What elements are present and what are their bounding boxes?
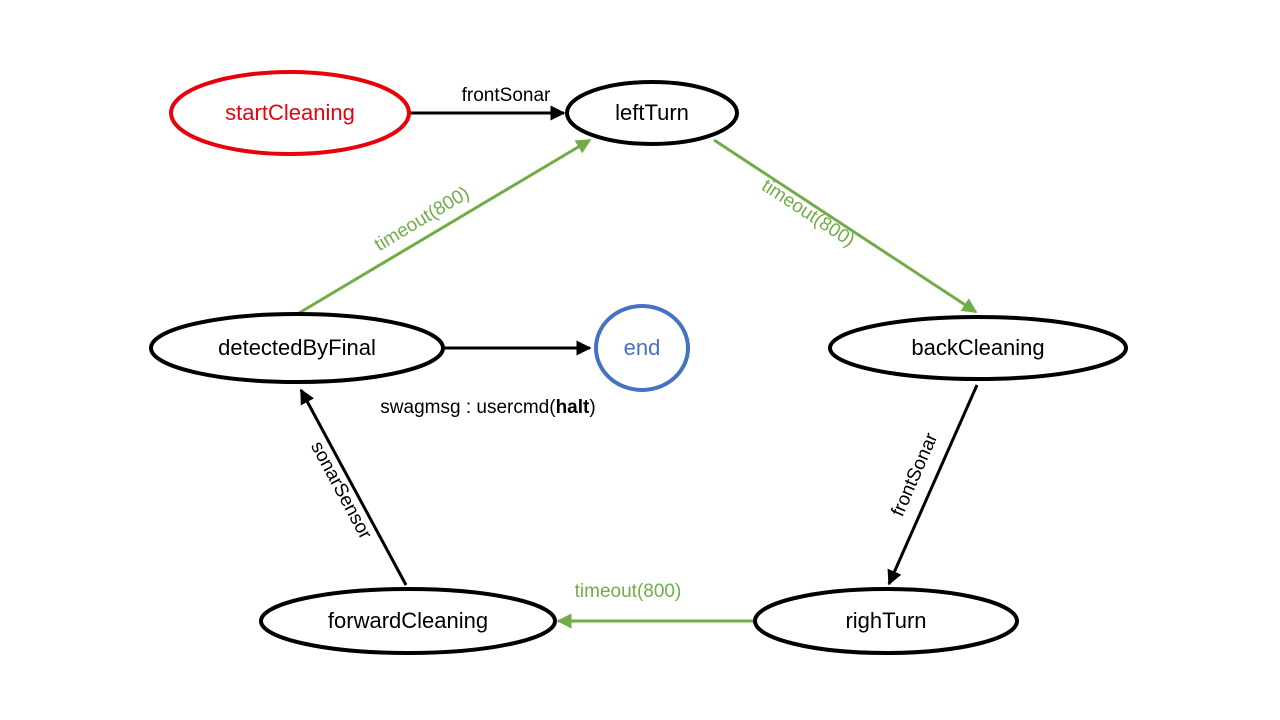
edge-label-frontsonar-top: frontSonar: [462, 85, 551, 106]
edge-label-halt-bold: halt: [556, 397, 590, 418]
edge-forwardcleaning-to-detected: [299, 388, 408, 586]
edge-detected-to-leftturn: [298, 138, 592, 315]
node-forwardcleaning: forwardCleaning: [259, 587, 557, 655]
edge-label-frontsonar-right: frontSonar: [888, 429, 943, 519]
node-righturn: righTurn: [753, 587, 1019, 655]
edge-label-halt-suffix: ): [589, 397, 595, 418]
node-detectedbyfinal: detectedByFinal: [149, 312, 445, 384]
edge-label-halt: swagmsg : usercmd(halt): [380, 397, 595, 418]
edge-label-halt-prefix: swagmsg : usercmd(: [380, 397, 556, 418]
node-label-detectedbyfinal: detectedByFinal: [218, 335, 376, 360]
node-leftturn: leftTurn: [565, 80, 739, 146]
edge-backcleaning-to-righturn: [887, 384, 979, 586]
node-label-backcleaning: backCleaning: [911, 335, 1044, 360]
node-label-end: end: [624, 335, 661, 360]
node-label-righturn: righTurn: [845, 608, 926, 633]
node-backcleaning: backCleaning: [828, 315, 1128, 381]
node-label-startcleaning: startCleaning: [225, 100, 355, 125]
edge-label-timeout-bottom: timeout(800): [575, 581, 682, 602]
node-end: end: [594, 304, 690, 392]
node-label-forwardcleaning: forwardCleaning: [328, 608, 488, 633]
edge-label-timeout-right: timeout(800): [758, 175, 859, 251]
node-label-leftturn: leftTurn: [615, 100, 689, 125]
edge-leftturn-to-backcleaning: [713, 138, 978, 314]
edge-label-sonarsensor: sonarSensor: [306, 438, 376, 543]
node-startcleaning: startCleaning: [169, 70, 411, 156]
